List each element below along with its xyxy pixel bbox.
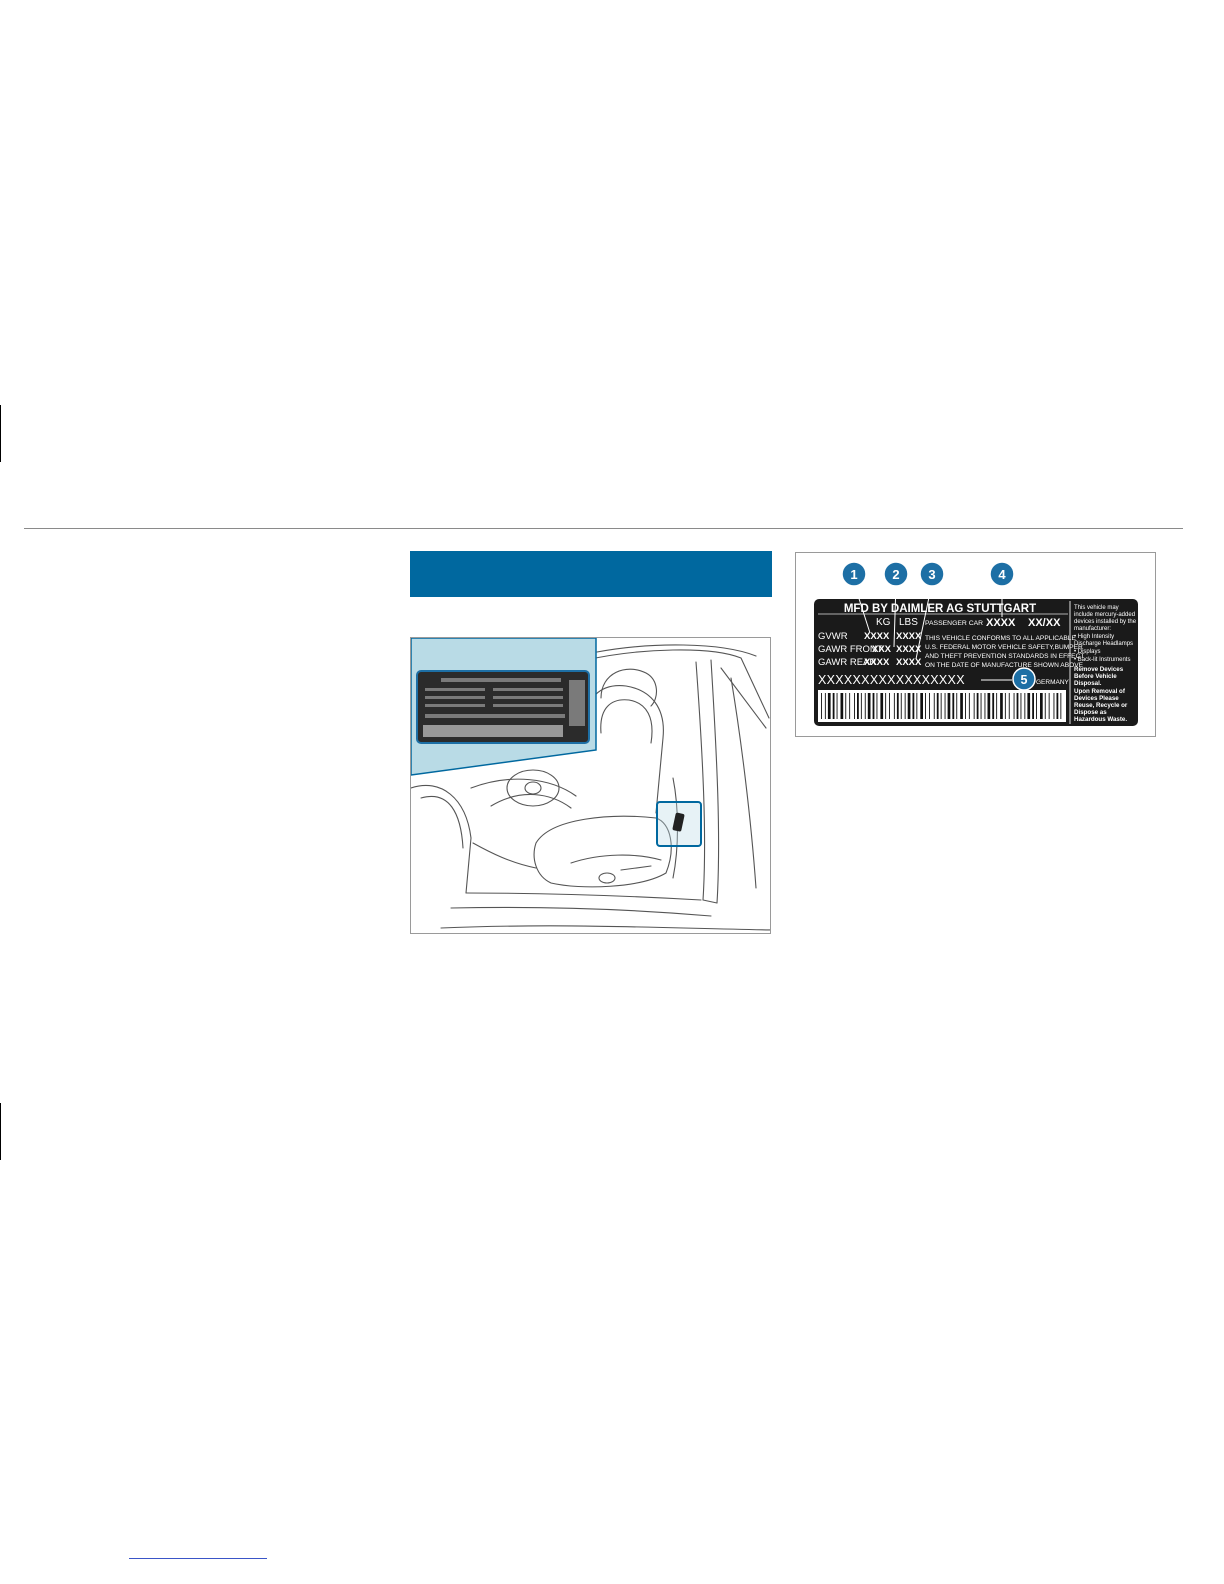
- callout-2: 2: [883, 561, 909, 587]
- callout-5: 5: [1012, 667, 1036, 691]
- disposal-note-7: Hazardous Waste.: [1074, 716, 1127, 723]
- mercury-note-5: Discharge Headlamps: [1074, 641, 1133, 647]
- disposal-note-3: Upon Removal of: [1074, 688, 1126, 695]
- disposal-note-1: Before Vehicle: [1074, 673, 1117, 680]
- barcode: [821, 693, 1062, 719]
- label-gvwr: GVWR: [818, 631, 848, 642]
- mercury-note-2: devices installed by the: [1074, 619, 1137, 625]
- svg-text:5: 5: [1021, 673, 1028, 687]
- label-date-value: XX/XX: [1028, 617, 1061, 629]
- label-country: GERMANY: [1036, 679, 1070, 686]
- disposal-note-6: Dispose as: [1074, 709, 1107, 716]
- mercury-note-7: • Back-lit Instruments: [1074, 657, 1130, 663]
- label-unit-kg: KG: [876, 617, 891, 628]
- label-gvwr-lbs: XXXX: [896, 631, 922, 642]
- svg-text:2: 2: [892, 567, 899, 582]
- mercury-note-0: This vehicle may: [1074, 605, 1119, 611]
- label-maker-line: MFD BY DAIMLER AG STUTTGART: [844, 603, 1036, 615]
- mercury-note-6: • Displays: [1074, 649, 1100, 655]
- callout-1: 1: [841, 561, 867, 587]
- label-gawr-rear-lbs: XXXX: [896, 657, 922, 668]
- crop-mark-bottom: [0, 1103, 1, 1160]
- label-gawr-rear: GAWR REAR: [818, 657, 876, 668]
- label-gawr-front-kg: XXX: [872, 644, 892, 655]
- label-value-passenger: XXXX: [986, 617, 1016, 629]
- label-gawr-rear-kg: XXXX: [864, 657, 890, 668]
- svg-text:3: 3: [928, 567, 935, 582]
- disposal-note-4: Devices Please: [1074, 695, 1119, 702]
- label-conformity-1: THIS VEHICLE CONFORMS TO ALL APPLICABLE: [925, 635, 1076, 642]
- label-gawr-front: GAWR FRONT: [818, 644, 883, 655]
- label-passenger-car: PASSENGER CAR: [925, 620, 983, 627]
- disposal-note-2: Disposal.: [1074, 680, 1102, 687]
- callout-3: 3: [919, 561, 945, 587]
- car-door-illustration: [410, 637, 771, 934]
- label-gawr-front-lbs: XXXX: [896, 644, 922, 655]
- label-conformity-2: U.S. FEDERAL MOTOR VEHICLE SAFETY,BUMPER: [925, 644, 1083, 651]
- label-zoom-panel: [411, 638, 702, 847]
- svg-text:1: 1: [850, 567, 857, 582]
- label-svg: MFD BY DAIMLER AG STUTTGART KG LBS PASSE…: [814, 561, 1138, 726]
- vehicle-label-diagram: MFD BY DAIMLER AG STUTTGART KG LBS PASSE…: [795, 552, 1156, 737]
- label-gvwr-kg: XXXX: [864, 631, 890, 642]
- bottom-link-underline: [129, 1558, 267, 1559]
- page-rule: [24, 528, 1183, 529]
- disposal-note-0: Remove Devices: [1074, 666, 1124, 673]
- crop-mark-top: [0, 405, 1, 462]
- callout-4: 4: [989, 561, 1015, 587]
- mercury-note-1: include mercury-added: [1074, 612, 1135, 618]
- label-conformity-4: ON THE DATE OF MANUFACTURE SHOWN ABOVE: [925, 662, 1084, 669]
- svg-text:4: 4: [998, 567, 1006, 582]
- disposal-note-5: Reuse, Recycle or: [1074, 702, 1128, 709]
- label-unit-lbs: LBS: [899, 617, 918, 628]
- mercury-note-3: manufacturer:: [1074, 626, 1111, 632]
- section-header-band: [410, 551, 772, 597]
- label-vin: XXXXXXXXXXXXXXXXX: [818, 673, 965, 687]
- label-conformity-3: AND THEFT PREVENTION STANDARDS IN EFFECT: [925, 653, 1084, 660]
- mercury-note-4: • High Intensity: [1074, 634, 1114, 640]
